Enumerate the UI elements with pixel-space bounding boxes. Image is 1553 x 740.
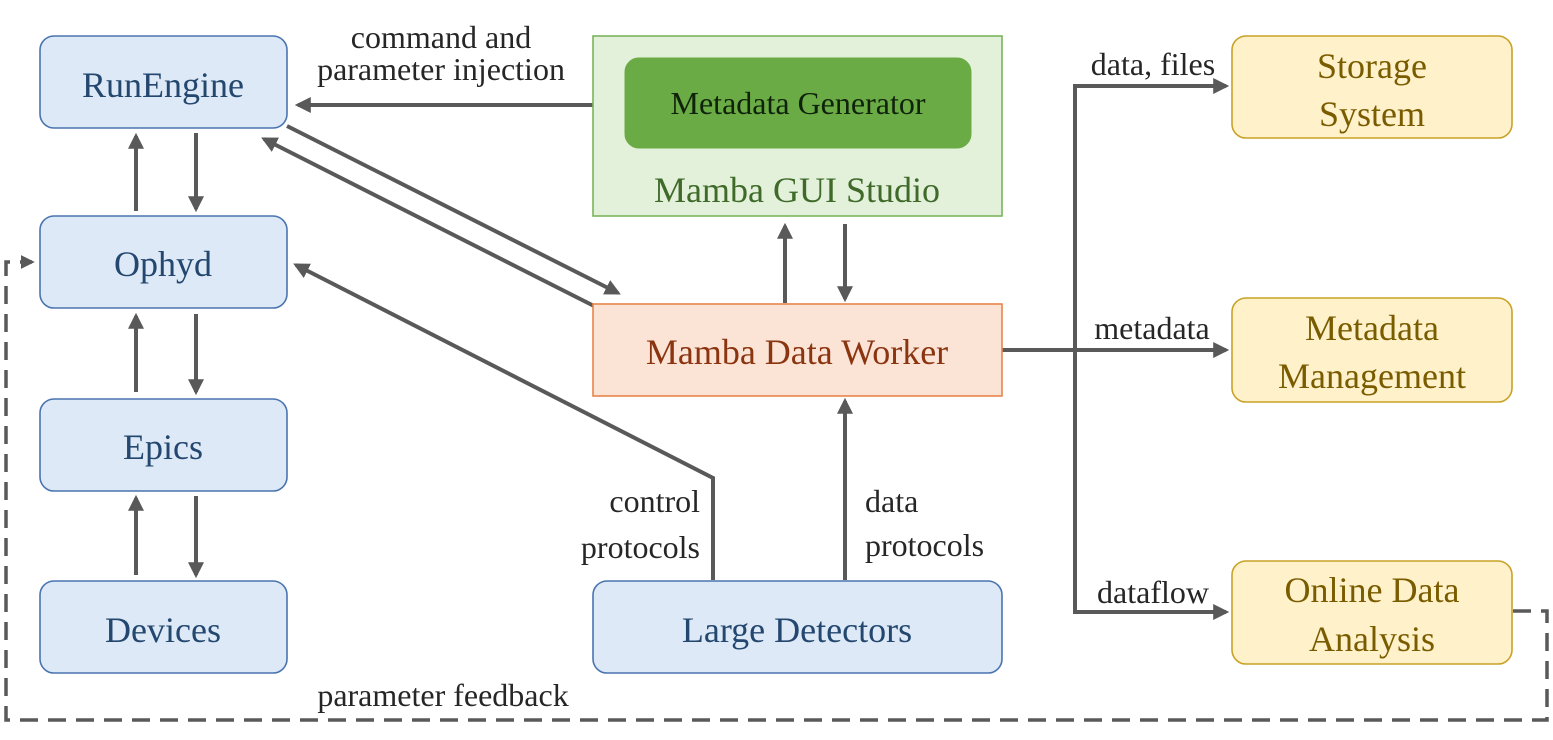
data-worker-label: Mamba Data Worker — [646, 332, 948, 372]
metadata-generator-label: Metadata Generator — [671, 85, 926, 121]
large-detectors-label: Large Detectors — [682, 610, 912, 650]
node-devices: Devices — [39, 580, 288, 674]
node-metadata-generator: Metadata Generator — [624, 57, 972, 149]
label-command-line1: command and — [351, 19, 531, 55]
edge-feedback-loop — [4, 255, 1549, 722]
label-data-protocols-line2: protocols — [865, 527, 984, 563]
label-dataflow: dataflow — [1097, 574, 1209, 610]
node-large-detectors: Large Detectors — [592, 580, 1003, 674]
online-analysis-label-line2: Analysis — [1309, 619, 1435, 659]
node-online-data-analysis: Online Data Analysis — [1231, 560, 1513, 665]
node-runengine: RunEngine — [39, 35, 288, 129]
label-parameter-feedback: parameter feedback — [317, 677, 568, 713]
devices-label: Devices — [105, 610, 221, 650]
label-metadata: metadata — [1094, 310, 1209, 346]
edge-detectors-to-ophyd — [293, 263, 715, 580]
storage-label-line2: System — [1319, 94, 1425, 134]
label-control-line2: protocols — [581, 529, 700, 565]
node-epics: Epics — [39, 398, 288, 492]
label-data-files: data, files — [1091, 46, 1215, 82]
ophyd-label: Ophyd — [114, 244, 212, 284]
online-analysis-label-line1: Online Data — [1285, 570, 1460, 610]
node-metadata-management: Metadata Management — [1231, 297, 1513, 403]
node-data-worker: Mamba Data Worker — [592, 303, 1003, 397]
metadata-mgmt-label-line1: Metadata — [1305, 308, 1439, 348]
label-data-protocols-line1: data — [865, 483, 918, 519]
runengine-label: RunEngine — [82, 65, 244, 105]
epics-label: Epics — [123, 427, 203, 467]
gui-studio-label: Mamba GUI Studio — [654, 170, 940, 210]
storage-label-line1: Storage — [1317, 46, 1427, 86]
node-ophyd: Ophyd — [39, 215, 288, 309]
label-control-line1: control — [609, 483, 700, 519]
metadata-mgmt-label-line2: Management — [1278, 356, 1466, 396]
edges — [4, 78, 1549, 722]
node-storage-system: Storage System — [1231, 35, 1513, 139]
edge-labels: command and parameter injection data, fi… — [317, 19, 1215, 713]
edge-worker-to-runengine — [261, 137, 595, 308]
label-command-line2: parameter injection — [317, 51, 565, 87]
edge-runengine-to-worker — [286, 124, 621, 295]
